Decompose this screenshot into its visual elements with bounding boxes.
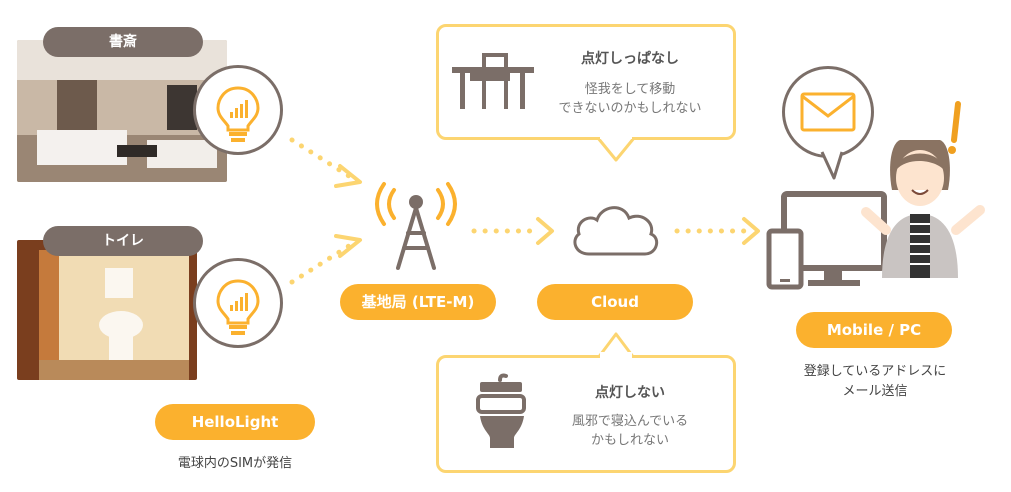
bulb-bubble-study bbox=[193, 65, 283, 155]
callout-tail-top bbox=[596, 136, 636, 162]
toilet-icon bbox=[476, 373, 526, 448]
client-pill: Mobile / PC bbox=[796, 312, 952, 348]
phone-icon bbox=[766, 228, 804, 290]
antenna-icon bbox=[375, 182, 457, 270]
cloud-pill: Cloud bbox=[537, 284, 693, 320]
callout-bottom-line2: かもしれない bbox=[590, 433, 669, 448]
callout-bottom-line1: 風邪で寝込んでいる bbox=[571, 414, 689, 429]
client-caption-line1: 登録しているアドレスに bbox=[803, 364, 947, 379]
hellolight-pill: HelloLight bbox=[155, 404, 315, 440]
lightbulb-icon bbox=[216, 86, 260, 142]
mail-icon bbox=[800, 92, 856, 132]
callout-top-line1: 怪我をして移動 bbox=[584, 82, 676, 97]
callout-top-line2: できないのかもしれない bbox=[558, 101, 702, 116]
callout-top-title: 点灯しっぱなし bbox=[581, 51, 679, 67]
cloud-icon bbox=[573, 206, 659, 256]
client-caption-line2: メール送信 bbox=[842, 384, 908, 399]
mail-bubble bbox=[782, 66, 874, 158]
study-label: 書斎 bbox=[43, 27, 203, 57]
person-icon bbox=[861, 101, 985, 278]
desk-icon bbox=[452, 53, 534, 109]
toilet-photo bbox=[17, 240, 197, 380]
hellolight-caption: 電球内のSIMが発信 bbox=[177, 456, 293, 471]
mail-tail bbox=[820, 151, 844, 180]
bulb-bubble-toilet bbox=[193, 258, 283, 348]
lightbulb-icon bbox=[216, 279, 260, 335]
callout-bottom-title: 点灯しない bbox=[595, 385, 665, 401]
station-pill: 基地局 (LTE-M) bbox=[340, 284, 496, 320]
toilet-label: トイレ bbox=[43, 226, 203, 256]
